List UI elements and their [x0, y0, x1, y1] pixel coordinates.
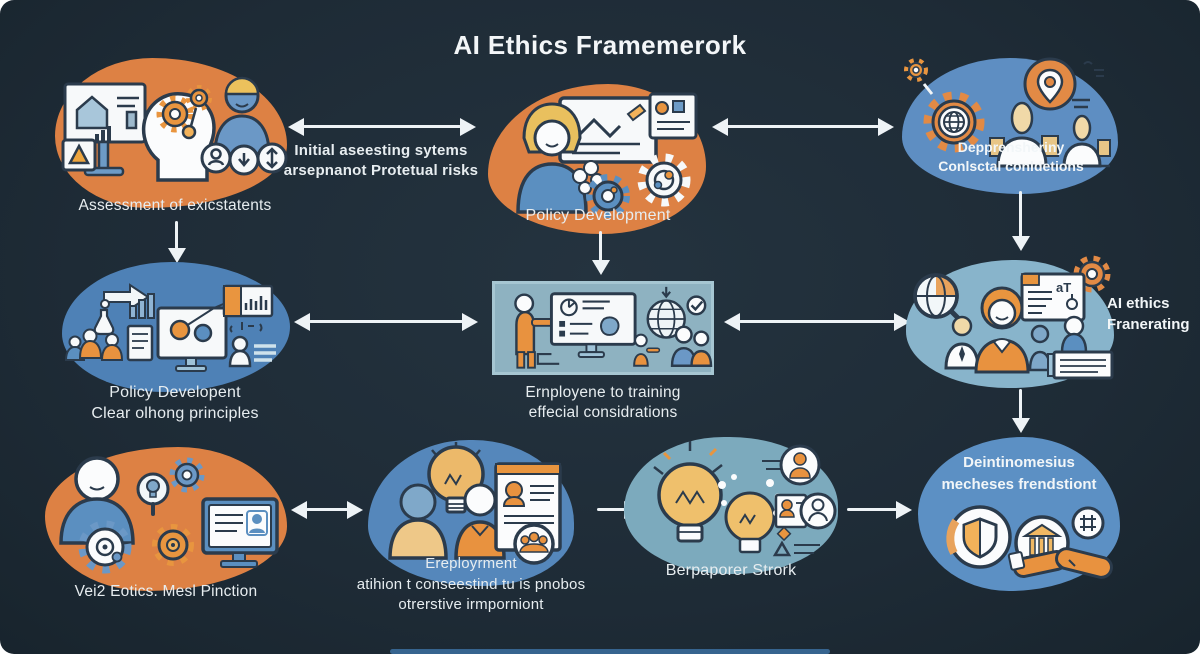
document-icon [126, 324, 154, 362]
small-person-icon [633, 333, 661, 367]
assessment-illustration [61, 76, 288, 182]
node-training-label: Ernployene to training effecial considra… [525, 384, 681, 422]
shield-badge-icon [946, 505, 1012, 569]
node-ethics-blob: aT [906, 255, 1114, 388]
edge-assessment-policy-label: Initial aseesting sytems arsepnanot Prot… [283, 142, 479, 179]
head-gears-icon [141, 85, 216, 182]
flask-icon [93, 299, 115, 336]
node-assessment-label: Assessment of exicstatents [78, 197, 272, 214]
arrow-principles-training [309, 320, 463, 323]
gear-icon [1073, 255, 1111, 293]
node-function-blob [45, 447, 287, 591]
node-mechanisms-label: Deintinomesius mecheses frendstiont [941, 454, 1097, 493]
employment-illustration [388, 442, 562, 565]
lightbulb-icon [718, 474, 782, 554]
ideas-illustration [653, 441, 837, 557]
node-mechanisms-blob [918, 437, 1120, 591]
node-ideas-blob [624, 437, 838, 574]
candidates-icon [388, 483, 506, 560]
node-considerations-label: Depprensheriny Conlsctal conldetions [938, 139, 1084, 174]
gear-icon [586, 174, 630, 218]
people-icon [989, 101, 1111, 168]
considerations-illustration [904, 57, 1111, 168]
bar-chart-icon [129, 293, 155, 319]
arrow-policy-down [599, 231, 602, 261]
gear-icon [78, 520, 132, 574]
node-employment-label: Ereployrment atihion t conseestind tu is… [356, 555, 586, 614]
profile-card-icon [648, 92, 698, 140]
option-circles-icon [200, 142, 288, 176]
node-assessment-blob [55, 58, 288, 208]
gear-icon [152, 524, 194, 566]
node-ideas-label: Berpaporer Strork [665, 562, 797, 579]
page-title: AI Ethics Framemerork [453, 30, 747, 60]
monitor-profile-icon [201, 497, 279, 568]
team-icon [64, 328, 124, 361]
trainees-icon [670, 325, 713, 367]
arrow-considerations-down [1019, 191, 1022, 237]
laptop-person-icon [1047, 315, 1114, 380]
training-screen-icon [536, 292, 637, 365]
arrow-assessment-down [175, 221, 178, 249]
ai-document-icon: aT [1020, 272, 1086, 322]
arrow-policy-considerations [727, 125, 879, 128]
arrow-ethics-down [1019, 389, 1022, 419]
node-function-label: Vei2 Eotics. Mesl Pinction [74, 583, 258, 600]
team-icon [944, 286, 1052, 374]
node-principles-label: Policy Developent Clear olhong principle… [91, 384, 259, 423]
ethics-illustration: aT [913, 255, 1114, 380]
monitor-nodes-icon [156, 301, 229, 372]
handshake-icon [1007, 547, 1113, 579]
coin-badge-icon [1071, 506, 1105, 540]
policy-illustration [516, 92, 698, 218]
woman-icon [516, 102, 604, 214]
person-icon [213, 76, 271, 156]
node-ethics-label: AI ethics Franerating [1107, 295, 1190, 333]
mechanisms-illustration [946, 505, 1113, 579]
node-policy-blob [488, 84, 706, 234]
people-network-icon [762, 444, 837, 557]
arrow-function-employment [306, 508, 348, 511]
arrow-employment-ideas [597, 508, 625, 511]
presentation-board-icon [63, 82, 147, 177]
function-illustration [59, 456, 279, 574]
lightbulb-icon [653, 441, 723, 543]
node-principles-blob [62, 262, 290, 392]
arrow-assessment-policy [303, 125, 461, 128]
arrow-training-ethics [739, 320, 895, 323]
training-illustration [514, 286, 713, 369]
principles-illustration [64, 283, 276, 372]
chart-card-icon [222, 284, 274, 333]
arrow-ideas-mechanisms [847, 508, 897, 511]
gear-icon [637, 153, 691, 207]
globe-magnifier-icon [913, 273, 967, 327]
bulb-magnifier-icon [136, 472, 170, 516]
svg-text:aT: aT [1056, 280, 1071, 295]
node-employment-blob [368, 440, 574, 586]
node-policy-label: Policy Development [525, 207, 671, 224]
gear-icon [169, 457, 205, 493]
group-badge-icon [513, 523, 555, 565]
gear-globe-icon [904, 58, 985, 153]
location-pin-icon [1023, 57, 1104, 111]
check-circle-icon [686, 295, 707, 316]
presenter-icon [514, 293, 559, 369]
person-list-icon [228, 335, 276, 368]
globe-icon [646, 286, 686, 339]
warning-card-icon [61, 138, 97, 172]
node-considerations-blob [902, 57, 1118, 194]
node-training-panel [492, 281, 714, 375]
bottom-accent-bar [390, 649, 830, 654]
